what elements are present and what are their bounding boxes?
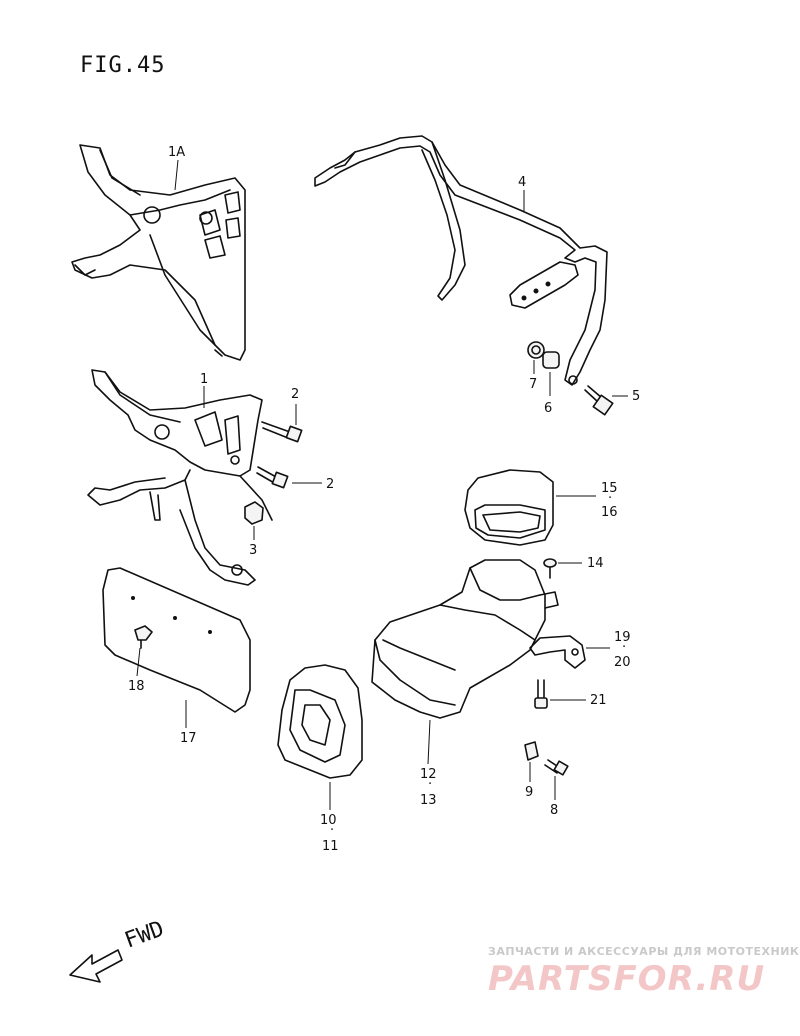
callout-9: 9 <box>525 785 533 800</box>
nut-3 <box>244 501 264 525</box>
watermark-tagline: ЗАПЧАСТИ И АКСЕССУАРЫ ДЛЯ МОТОТЕХНИКИ <box>488 945 800 958</box>
callout-1: 1 <box>200 372 208 387</box>
callout-16: 16 <box>601 505 618 520</box>
bracket-1a <box>71 144 246 361</box>
callout-18: 18 <box>128 679 145 694</box>
forward-label: FWD <box>122 917 168 954</box>
panel-17 <box>102 567 251 713</box>
bolt-5 <box>584 385 614 416</box>
callout-13: 13 <box>420 793 437 808</box>
bolt-2-upper <box>261 421 303 443</box>
callout-21: 21 <box>590 693 607 708</box>
screw-8 <box>544 759 569 776</box>
bolt-2-lower <box>256 466 289 489</box>
clip-9 <box>524 741 539 761</box>
callout-19-sep: · <box>622 640 626 655</box>
callout-6: 6 <box>544 401 552 416</box>
duct-15 <box>464 469 554 546</box>
callout-4: 4 <box>518 175 526 190</box>
callout-12: 12 <box>420 767 437 782</box>
duct-12 <box>371 559 546 719</box>
callout-11: 11 <box>322 839 339 854</box>
callout-20: 20 <box>614 655 631 670</box>
figure-title: FIG.45 <box>80 53 165 78</box>
callout-19: 19 <box>614 630 631 645</box>
bracket-1 <box>87 369 273 586</box>
callout-15: 15 <box>601 481 618 496</box>
callout-12-sep: · <box>428 777 432 792</box>
callout-2-upper: 2 <box>291 387 299 402</box>
collar-6 <box>542 351 560 369</box>
callout-7: 7 <box>529 377 537 392</box>
duct-10 <box>277 664 363 779</box>
forward-arrow-icon <box>69 949 123 983</box>
callout-3: 3 <box>249 543 257 558</box>
watermark-logo: PARTSFOR.RU <box>488 959 765 999</box>
callout-15-sep: · <box>608 491 612 506</box>
callout-2-lower: 2 <box>326 477 334 492</box>
callout-10-sep: · <box>330 823 334 838</box>
fastener-18 <box>134 625 153 649</box>
callout-8: 8 <box>550 803 558 818</box>
callout-17: 17 <box>180 731 197 746</box>
callout-10: 10 <box>320 813 337 828</box>
callout-1a: 1A <box>168 145 185 160</box>
grommet-7 <box>527 341 545 359</box>
duct-tab <box>539 591 559 609</box>
bolt-21 <box>534 679 548 709</box>
screw-14 <box>543 558 557 579</box>
clamp-19 <box>529 635 586 669</box>
callout-5: 5 <box>632 389 640 404</box>
callout-14: 14 <box>587 556 604 571</box>
stay-4 <box>314 135 608 386</box>
